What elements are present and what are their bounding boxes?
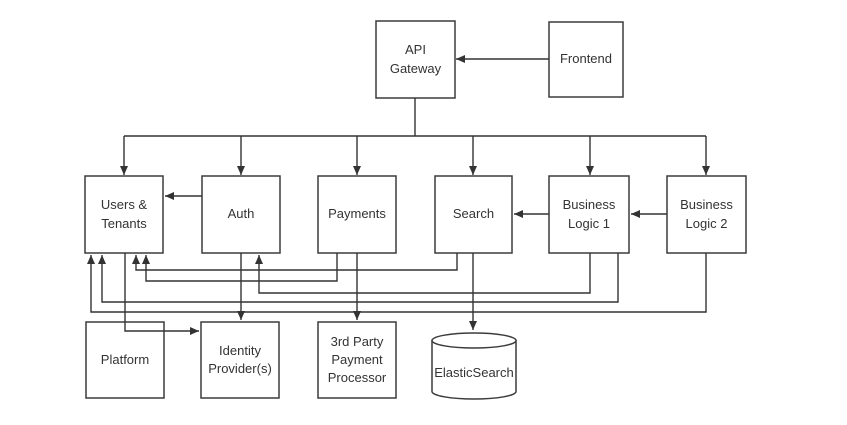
edge-search-to-users-tenants	[132, 253, 458, 271]
node-business-logic-2-shape	[666, 175, 747, 254]
edge-lines-layer	[87, 55, 710, 335]
node-search-shape	[434, 175, 513, 254]
node-elasticsearch-shape	[431, 339, 517, 400]
node-elasticsearch-top-ellipse	[431, 332, 517, 349]
node-frontend-shape	[548, 21, 624, 98]
node-shapes-layer	[84, 20, 747, 400]
node-auth-shape	[201, 175, 281, 254]
node-api-gateway-shape	[375, 20, 456, 99]
node-users-tenants-shape	[84, 175, 164, 254]
edge-business-logic-2-to-users-tenants	[87, 253, 707, 313]
edge-business-logic-1-to-users-tenants	[98, 253, 619, 303]
node-payments-shape	[317, 175, 397, 254]
edge-users-tenants-to-identity-providers	[124, 253, 199, 335]
node-payment-processor-shape	[317, 321, 397, 399]
node-business-logic-1-shape	[548, 175, 630, 254]
node-platform-shape	[85, 321, 165, 399]
edge-business-logic-1-to-auth	[255, 253, 591, 294]
node-identity-providers-shape	[200, 321, 280, 399]
